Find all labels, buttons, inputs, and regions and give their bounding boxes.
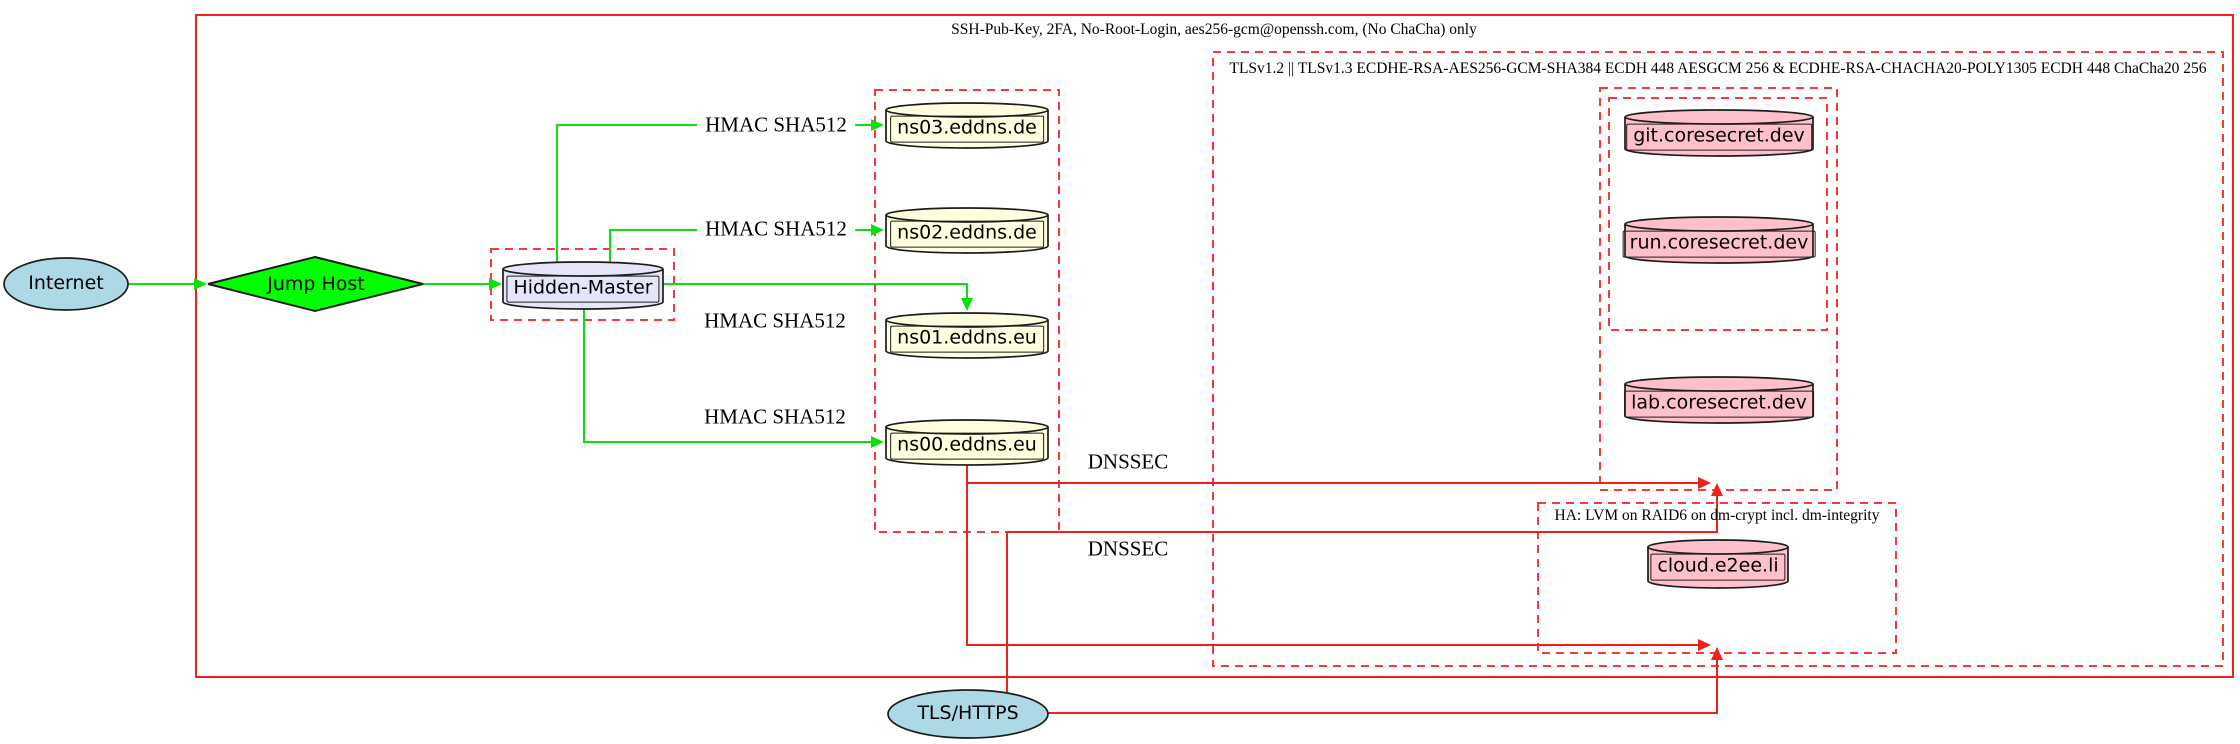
ha-cluster-label: HA: LVM on RAID6 on dm-crypt incl. dm-in… <box>1554 507 1880 524</box>
edge-label-dnssec-upper: DNSSEC <box>1087 449 1169 474</box>
ns00-cylinder <box>885 419 1049 466</box>
ns02-node-label: ns02.eddns.de <box>890 220 1044 248</box>
tls-https-node-label: TLS/HTTPS <box>917 702 1019 725</box>
hidden-master-cluster-box <box>490 248 675 321</box>
arrowhead-hiddenmaster-ns00 <box>871 436 884 448</box>
edge-tls-ha <box>1048 660 1718 714</box>
edge-hiddenmaster-ns03 <box>556 124 871 263</box>
arrowhead-tls-ha <box>1711 647 1723 660</box>
run-node-label: run.coresecret.dev <box>1622 230 1816 258</box>
edge-hiddenmaster-ns00 <box>583 309 871 443</box>
ns03-node-label: ns03.eddns.de <box>890 115 1044 143</box>
arrowhead-internet-jumphost <box>194 278 207 290</box>
ns01-cylinder <box>885 312 1049 359</box>
lab-node-label: lab.coresecret.dev <box>1624 390 1814 418</box>
ns01-node-label: ns01.eddns.eu <box>890 325 1044 353</box>
git-run-cluster-box <box>1608 97 1828 331</box>
tls-https-node-shape <box>887 689 1049 739</box>
ns03-cylinder <box>885 102 1049 149</box>
internet-node-shape <box>3 257 129 311</box>
edge-dnssec-lower <box>966 483 1698 646</box>
edge-label-dnssec-lower: DNSSEC <box>1087 536 1169 561</box>
arrowhead-hiddenmaster-ns03 <box>871 119 884 131</box>
arrowhead-dnssec-upper <box>1698 477 1711 489</box>
ns00-node-label: ns00.eddns.eu <box>890 432 1044 460</box>
ns02-cylinder <box>885 207 1049 254</box>
tls-cluster-label: TLSv1.2 || TLSv1.3 ECDHE-RSA-AES256-GCM-… <box>1229 60 2207 77</box>
hidden-master-node-label: Hidden-Master <box>506 275 660 303</box>
cloud-node-label: cloud.e2ee.li <box>1650 553 1786 581</box>
edge-label-hmac-ns00: HMAC SHA512 <box>704 404 846 429</box>
arrowhead-dnssec-lower <box>1698 639 1711 651</box>
edge-dnssec-upper <box>966 463 1698 484</box>
arrowhead-hiddenmaster-ns02 <box>871 224 884 236</box>
arrowhead-hiddenmaster-ns01 <box>961 298 973 311</box>
arrowhead-tls-coresecret <box>1711 483 1723 496</box>
internet-node-label: Internet <box>28 272 104 295</box>
edge-hiddenmaster-ns01 <box>663 283 968 298</box>
edge-label-hmac-ns02: HMAC SHA512 <box>697 216 855 242</box>
edge-label-hmac-ns03: HMAC SHA512 <box>697 112 855 138</box>
arrowhead-jumphost-hiddenmaster <box>489 278 502 290</box>
git-node-label: git.coresecret.dev <box>1626 123 1812 151</box>
jump-host-node-label: Jump Host <box>267 273 365 296</box>
ssh-hardening-boundary-box <box>195 14 2234 678</box>
jump-host-node-shape <box>207 255 424 313</box>
hidden-master-cylinder <box>502 261 664 310</box>
edge-label-hmac-ns01: HMAC SHA512 <box>704 308 846 333</box>
ssh-boundary-label: SSH-Pub-Key, 2FA, No-Root-Login, aes256-… <box>951 21 1477 38</box>
edge-tls-coresecret <box>1006 496 1718 692</box>
